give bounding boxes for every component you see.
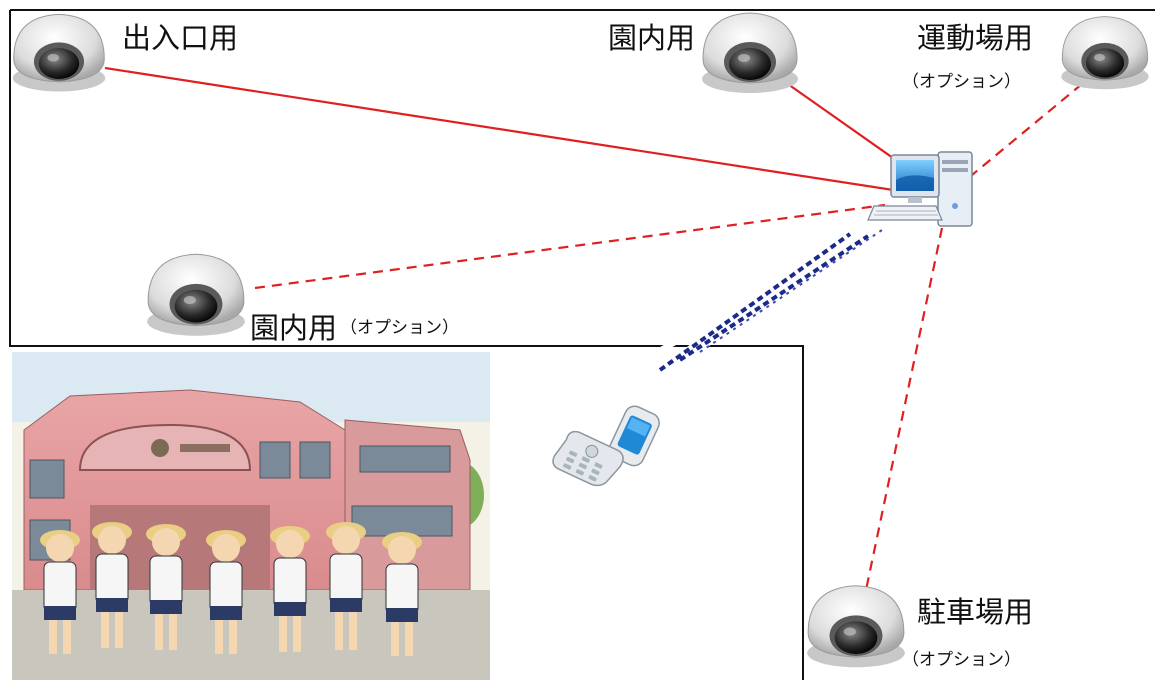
site-boundary <box>9 9 1155 680</box>
sports-field-camera-label: 運動場用 <box>917 21 1034 55</box>
entrance-camera-label: 出入口用 <box>122 21 239 55</box>
kindergarten-illustration <box>12 352 490 680</box>
camera-parking-icon <box>806 585 906 668</box>
garden-left-option-label: （オプション） <box>340 318 459 338</box>
garden-left-camera-label: 園内用 <box>250 311 338 345</box>
wireless-link <box>648 227 886 375</box>
camera-garden-top-icon <box>701 12 799 94</box>
link-garden-top-camera <box>784 81 894 159</box>
desktop-computer-icon <box>867 151 973 227</box>
link-parking-camera <box>864 227 944 591</box>
link-sports-field-camera <box>965 83 1083 181</box>
link-garden-left-camera <box>254 203 886 290</box>
parking-camera-label: 駐車場用 <box>917 595 1034 629</box>
link-entrance-camera <box>104 66 894 192</box>
parking-option-label: （オプション） <box>902 650 1021 670</box>
camera-entrance-icon <box>12 13 106 92</box>
camera-garden-left-icon <box>146 253 246 337</box>
sports-field-option-label: （オプション） <box>902 72 1021 92</box>
garden-top-camera-label: 園内用 <box>608 21 696 55</box>
camera-sports-field-icon <box>1060 16 1150 90</box>
flip-phone-icon <box>552 405 660 487</box>
